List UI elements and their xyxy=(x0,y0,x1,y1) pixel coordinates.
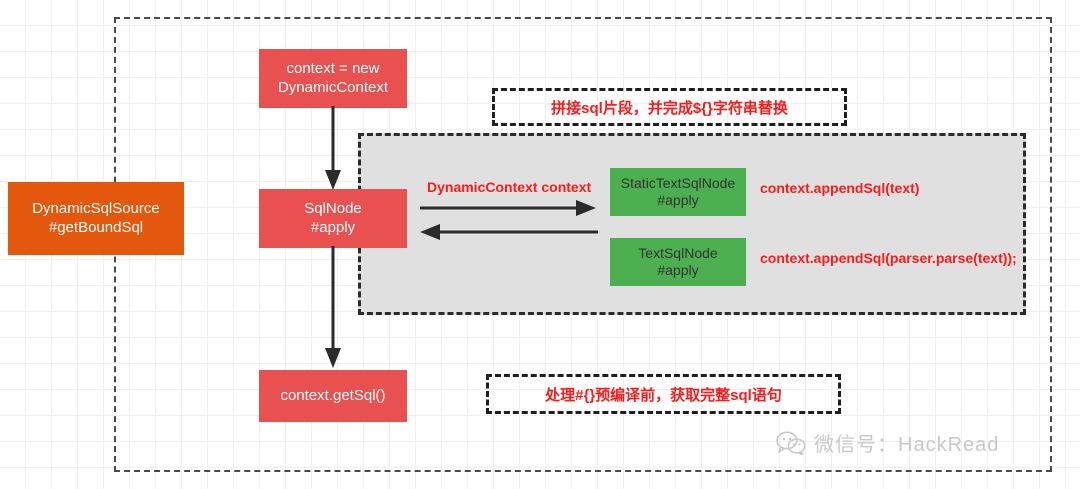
arrow-down-context-to-sqlnode xyxy=(325,106,341,190)
annotation-box-bottom: 处理#{}预编译前，获取完整sql语句 xyxy=(486,374,841,414)
watermark: 微信号：HackRead xyxy=(776,428,999,457)
label-append-sql-text: context.appendSql(text) xyxy=(760,180,920,196)
node-context-getsql: context.getSql() xyxy=(259,370,407,422)
annotation-box-top: 拼接sql片段，并完成${}字符串替换 xyxy=(492,88,847,126)
label-dynamic-context: DynamicContext context xyxy=(427,179,592,195)
label-append-sql-parse: context.appendSql(parser.parse(text)); xyxy=(760,250,1017,266)
node-context-new: context = new DynamicContext xyxy=(259,49,407,108)
arrow-right-sqlnode-to-node xyxy=(420,200,596,216)
node-dynamic-sql-source: DynamicSqlSource #getBoundSql xyxy=(8,182,184,255)
watermark-text: 微信号：HackRead xyxy=(814,434,1000,456)
arrow-down-sqlnode-to-getsql xyxy=(325,246,341,368)
node-static-text-sql-node: StaticTextSqlNode #apply xyxy=(610,168,746,216)
node-sqlnode-apply: SqlNode #apply xyxy=(259,189,407,248)
wechat-icon xyxy=(776,431,806,455)
node-text-sql-node: TextSqlNode #apply xyxy=(610,238,746,286)
arrow-left-node-to-sqlnode xyxy=(420,224,598,240)
